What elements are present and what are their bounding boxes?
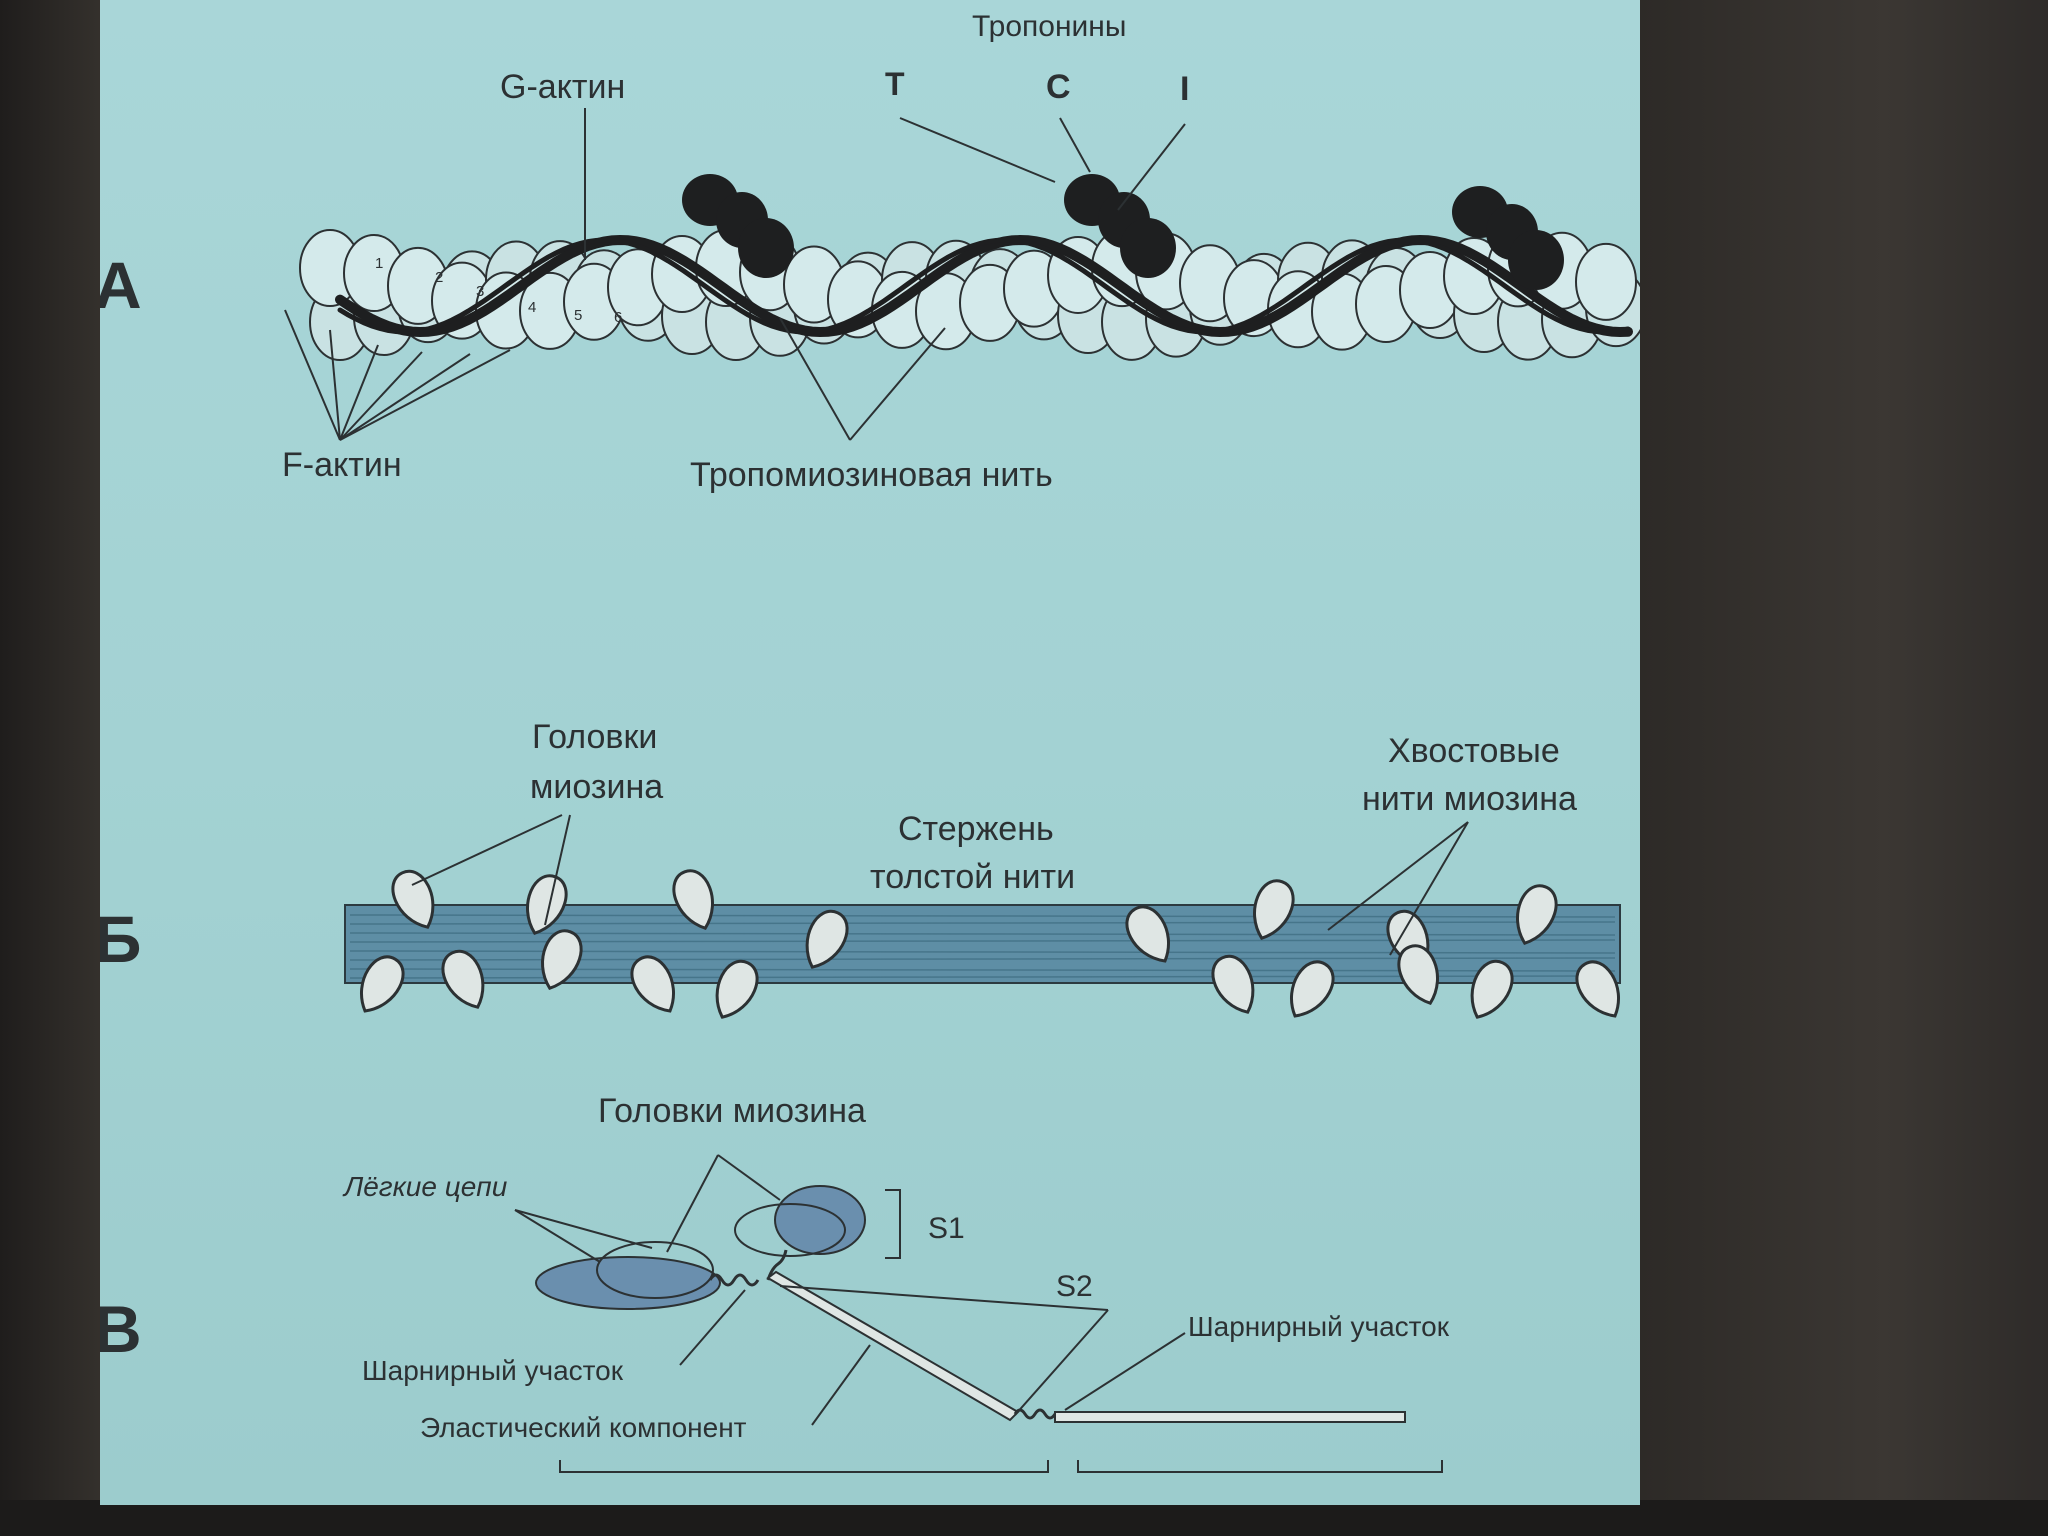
myosin-head xyxy=(391,869,435,929)
panel-a-leader-lines xyxy=(284,108,1186,441)
label-rod-line2: толстой нити xyxy=(870,858,1075,896)
label-s2: S2 xyxy=(1056,1270,1093,1303)
label-f-actin: F-актин xyxy=(282,446,402,484)
myosin-molecule xyxy=(535,1185,1406,1423)
lmm-tail xyxy=(1054,1411,1406,1423)
hinge-coil xyxy=(1013,1408,1057,1420)
myosin-head-left-outline xyxy=(596,1241,714,1299)
troponin-i-blob xyxy=(1120,218,1176,278)
label-troponin-i: I xyxy=(1180,70,1189,108)
neck-coil-right xyxy=(766,1249,788,1281)
label-light-chains: Лёгкие цепи xyxy=(342,1171,508,1202)
monomer-number: 1 xyxy=(375,255,383,272)
label-heads-b-line2: миозина xyxy=(530,768,663,806)
troponin-complex xyxy=(1452,186,1564,290)
monomer-number: 2 xyxy=(435,269,443,286)
label-elastic: Эластический компонент xyxy=(420,1412,747,1443)
actin-filament xyxy=(299,229,1640,361)
myosin-head-right-outline xyxy=(734,1203,846,1257)
panel-c-leader-lines xyxy=(514,1154,1443,1473)
label-troponin-c: С xyxy=(1046,68,1071,106)
myosin-head xyxy=(441,949,485,1009)
troponin-complex xyxy=(682,174,794,278)
panel-letter-c: В xyxy=(100,1292,142,1366)
thick-filament xyxy=(344,869,1621,1019)
projector-frame-right xyxy=(1640,0,2048,1536)
myosin-head xyxy=(1253,879,1295,940)
myosin-head xyxy=(715,959,759,1019)
troponin-complex xyxy=(1064,174,1176,278)
label-hinge-right: Шарнирный участок xyxy=(1188,1311,1450,1342)
myosin-head xyxy=(526,874,568,935)
myosin-head xyxy=(1516,884,1558,945)
label-tails-line2: нити миозина xyxy=(1362,780,1577,818)
neck-coil-left xyxy=(708,1273,760,1287)
myosin-head xyxy=(1211,954,1255,1014)
label-hinge-left: Шарнирный участок xyxy=(362,1355,624,1386)
myosin-head xyxy=(1397,944,1439,1005)
myosin-head xyxy=(805,909,849,969)
troponin-complexes xyxy=(682,174,1564,290)
projector-frame-bottom xyxy=(0,1500,2048,1536)
panel-letter-b: Б xyxy=(100,902,141,976)
monomer-number: 3 xyxy=(476,283,484,300)
actin-monomer-numbers: 1 2 3 4 5 6 xyxy=(375,255,622,326)
label-g-actin: G-актин xyxy=(500,68,625,106)
myosin-heads xyxy=(359,869,1621,1019)
monomer-number: 4 xyxy=(528,299,536,316)
label-s1: S1 xyxy=(928,1212,965,1245)
myosin-head xyxy=(359,955,405,1013)
monomer-number: 6 xyxy=(614,309,622,326)
tropomyosin-band xyxy=(337,237,1631,335)
label-troponin-t: Т xyxy=(885,66,905,102)
myosin-head xyxy=(1575,960,1621,1018)
tropomyosin-strand xyxy=(335,234,1633,338)
panel-b-leader-lines xyxy=(411,814,1469,956)
sarcomere-diagram: 1 2 3 4 5 6 А Тропонины Т С I G-актин F-… xyxy=(100,10,1640,1473)
myosin-head xyxy=(1289,960,1335,1018)
panel-letter-a: А xyxy=(100,248,142,322)
g-actin-monomer xyxy=(1575,242,1637,321)
troponin-i-blob xyxy=(738,218,794,278)
myosin-head xyxy=(630,955,676,1013)
label-rod-line1: Стержень xyxy=(898,810,1054,848)
myosin-head-right xyxy=(774,1185,866,1255)
projected-slide: 1 2 3 4 5 6 А Тропонины Т С I G-актин F-… xyxy=(100,0,1640,1505)
label-heads-c: Головки миозина xyxy=(598,1092,866,1130)
myosin-head xyxy=(541,929,583,990)
label-tropomyosin: Тропомиозиновая нить xyxy=(690,456,1053,494)
monomer-number: 5 xyxy=(574,307,582,324)
troponin-i-blob xyxy=(1508,230,1564,290)
myosin-head xyxy=(1125,905,1171,963)
myosin-head xyxy=(672,869,714,930)
myosin-head xyxy=(1470,959,1514,1019)
myosin-head-left xyxy=(535,1256,721,1310)
label-heads-b-line1: Головки xyxy=(532,718,657,756)
label-tails-line1: Хвостовые xyxy=(1388,732,1560,770)
label-troponins: Тропонины xyxy=(972,10,1126,43)
